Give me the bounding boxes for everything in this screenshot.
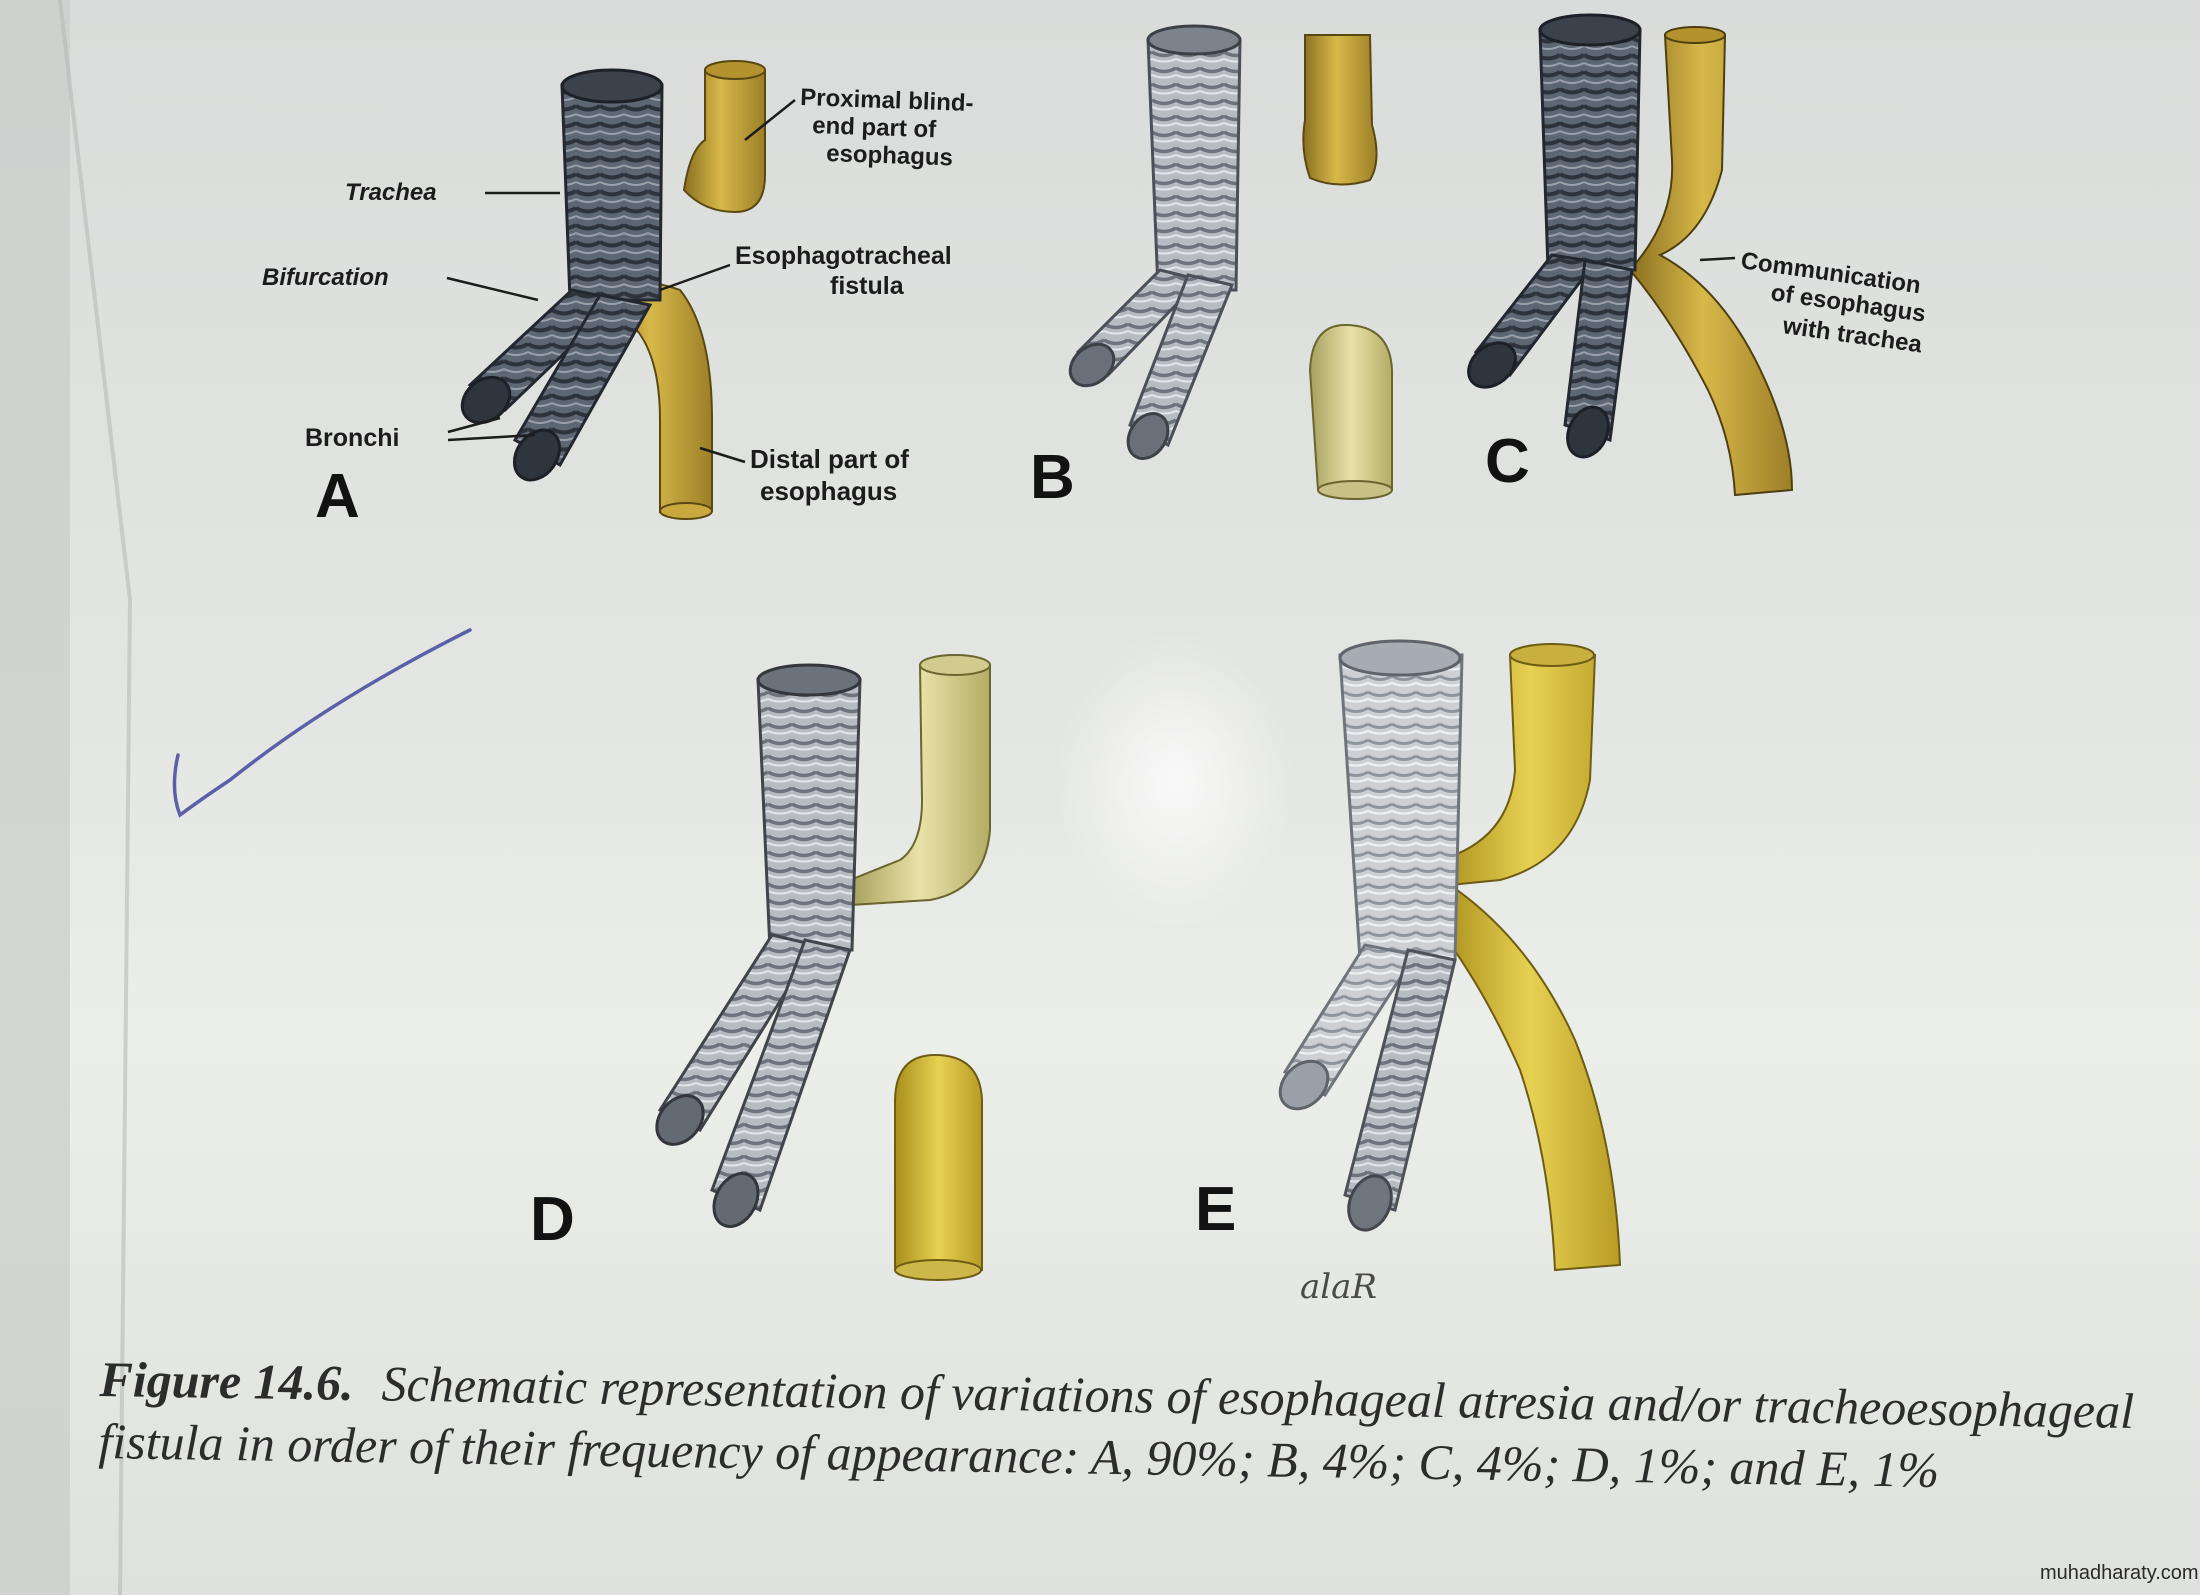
label-proximal-line1: Proximal blind- — [800, 84, 974, 117]
label-distal-line1: Distal part of — [750, 444, 909, 474]
label-distal-line2: esophagus — [760, 476, 897, 506]
artist-signature: alaR — [1300, 1267, 1377, 1307]
label-bifurcation: Bifurcation — [262, 264, 389, 291]
label-fistula-line2: fistula — [830, 272, 905, 300]
label-bronchi: Bronchi — [305, 424, 399, 452]
panel-d-illustration — [655, 654, 991, 1281]
pen-check-mark — [172, 628, 472, 818]
panel-a-illustration — [460, 60, 766, 520]
panel-letter-c: C — [1485, 427, 1530, 496]
panel-a-labels: Trachea Bifurcation Bronchi Proximal bli… — [262, 84, 974, 506]
panel-e-illustration — [1278, 639, 1622, 1272]
panel-letter-a: A — [315, 462, 360, 531]
site-watermark: muhadharaty.com — [2040, 1562, 2199, 1584]
figure-number: Figure 14.6. — [99, 1350, 355, 1411]
page-edge-shadow — [0, 0, 70, 1595]
panel-letter-d: D — [530, 1185, 575, 1254]
label-proximal-line2: end part of — [812, 112, 938, 143]
panel-letter-e: E — [1195, 1175, 1236, 1244]
label-fistula-line1: Esophagotracheal — [735, 242, 952, 270]
light-glare — [1055, 630, 1295, 930]
panel-b-illustration — [1068, 24, 1393, 500]
label-proximal-line3: esophagus — [826, 140, 954, 171]
label-trachea: Trachea — [345, 179, 437, 206]
panel-c-illustration — [1467, 13, 1794, 497]
figure-caption-text: Schematic representation of variations o… — [98, 1355, 2135, 1498]
panel-letter-b: B — [1030, 443, 1075, 512]
